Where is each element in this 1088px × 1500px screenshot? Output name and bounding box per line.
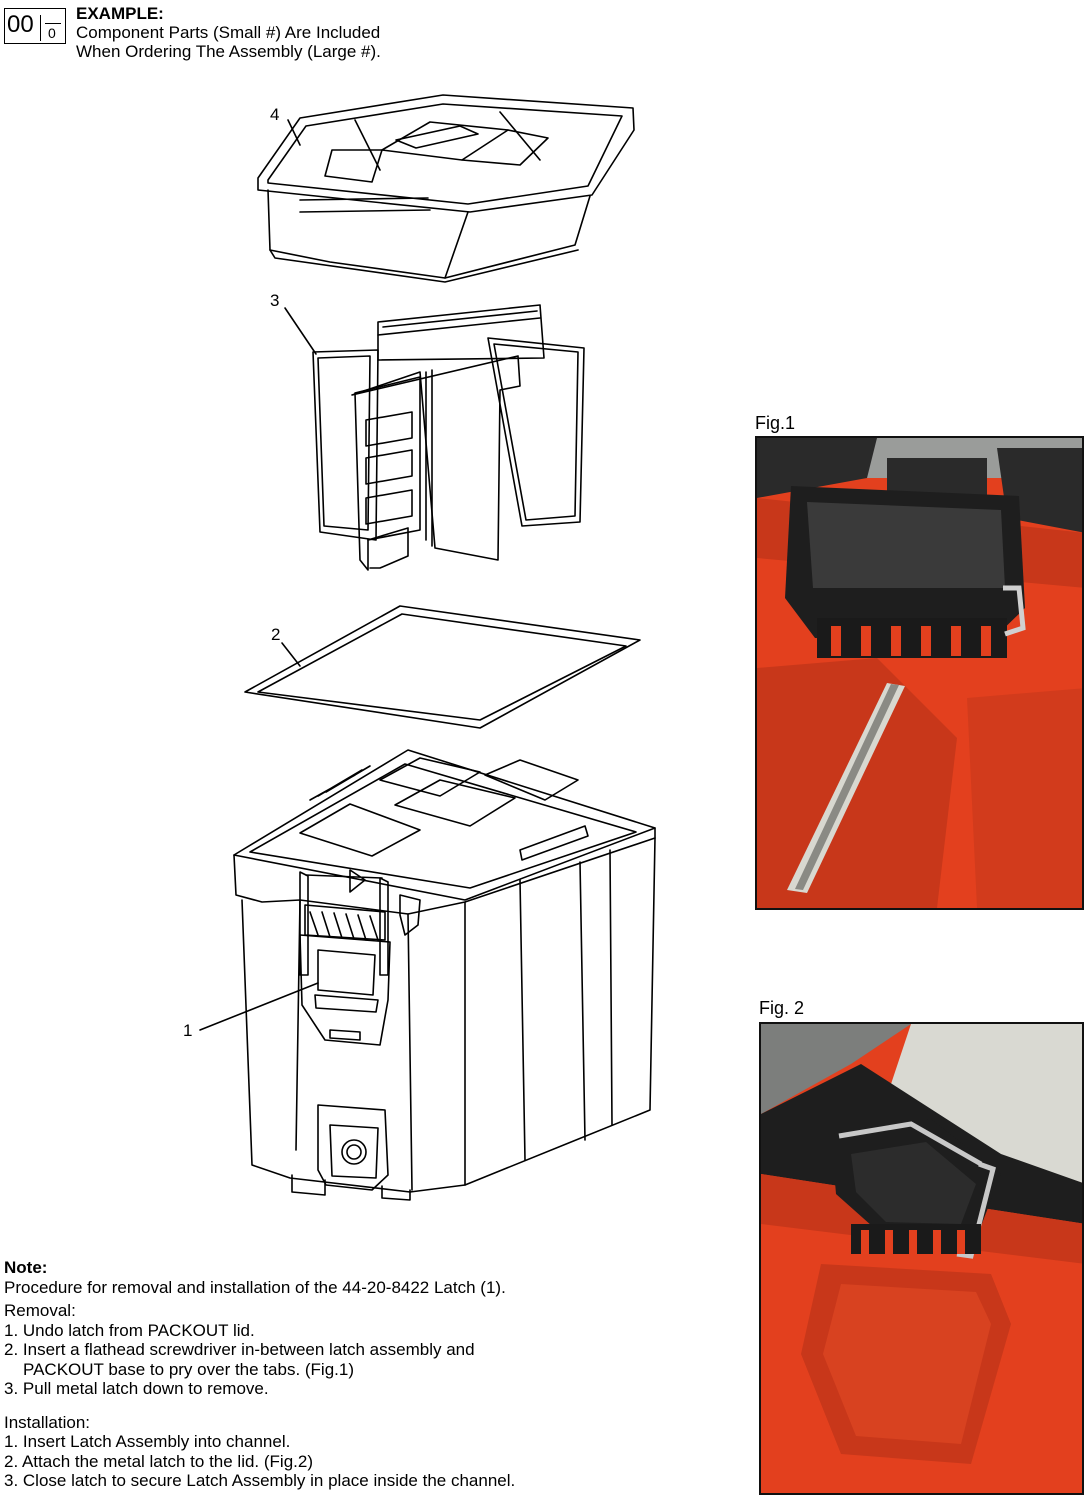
fig-1-photo [755, 436, 1084, 910]
removal-step: 1. Undo latch from PACKOUT lid. [4, 1320, 255, 1340]
callout-4: 4 [270, 105, 280, 124]
leader-line-2 [281, 642, 301, 667]
fig-2-illustration [761, 1024, 1082, 1493]
callout-2: 2 [271, 625, 281, 644]
example-line-1: Component Parts (Small #) Are Included [76, 23, 381, 42]
fig-1-label: Fig.1 [755, 413, 796, 433]
example-small-number-box: 0 [40, 15, 63, 41]
callout-3: 3 [270, 291, 280, 310]
fig-2-label: Fig. 2 [759, 998, 805, 1018]
callout-1: 1 [183, 1021, 193, 1040]
example-big-number: 00 [7, 11, 34, 38]
example-line-2: When Ordering The Assembly (Large #). [76, 42, 381, 61]
leader-line-4 [287, 119, 301, 146]
example-small-number: 0 [48, 25, 56, 41]
example-text: EXAMPLE: Component Parts (Small #) Are I… [76, 4, 381, 61]
installation-notes: Note: Procedure for removal and installa… [4, 1258, 704, 1491]
leader-line-1 [199, 982, 319, 1031]
installation-step: 2. Attach the metal latch to the lid. (F… [4, 1451, 313, 1471]
note-intro: Procedure for removal and installation o… [4, 1277, 506, 1297]
leader-line-3 [284, 307, 317, 355]
fig-1-illustration [757, 438, 1082, 908]
removal-step: 2. Insert a flathead screwdriver in-betw… [4, 1340, 475, 1359]
removal-step-continued: PACKOUT base to pry over the tabs. (Fig.… [23, 1359, 355, 1379]
part-4-tray [257, 94, 635, 283]
part-2-gasket [244, 605, 641, 729]
exploded-parts-diagram [199, 94, 656, 1201]
installation-title: Installation: [4, 1412, 90, 1432]
part-3-dividers [312, 304, 585, 571]
part-1-packout-box [233, 749, 656, 1201]
example-title: EXAMPLE: [76, 4, 164, 23]
removal-title: Removal: [4, 1301, 76, 1320]
fig-2-photo [759, 1022, 1084, 1495]
note-title: Note: [4, 1258, 48, 1277]
removal-step: 3. Pull metal latch down to remove. [4, 1379, 269, 1398]
installation-step: 3. Close latch to secure Latch Assembly … [4, 1471, 516, 1490]
example-number-box: 00 0 [4, 8, 66, 44]
installation-step: 1. Insert Latch Assembly into channel. [4, 1432, 291, 1451]
example-small-line [45, 23, 61, 24]
